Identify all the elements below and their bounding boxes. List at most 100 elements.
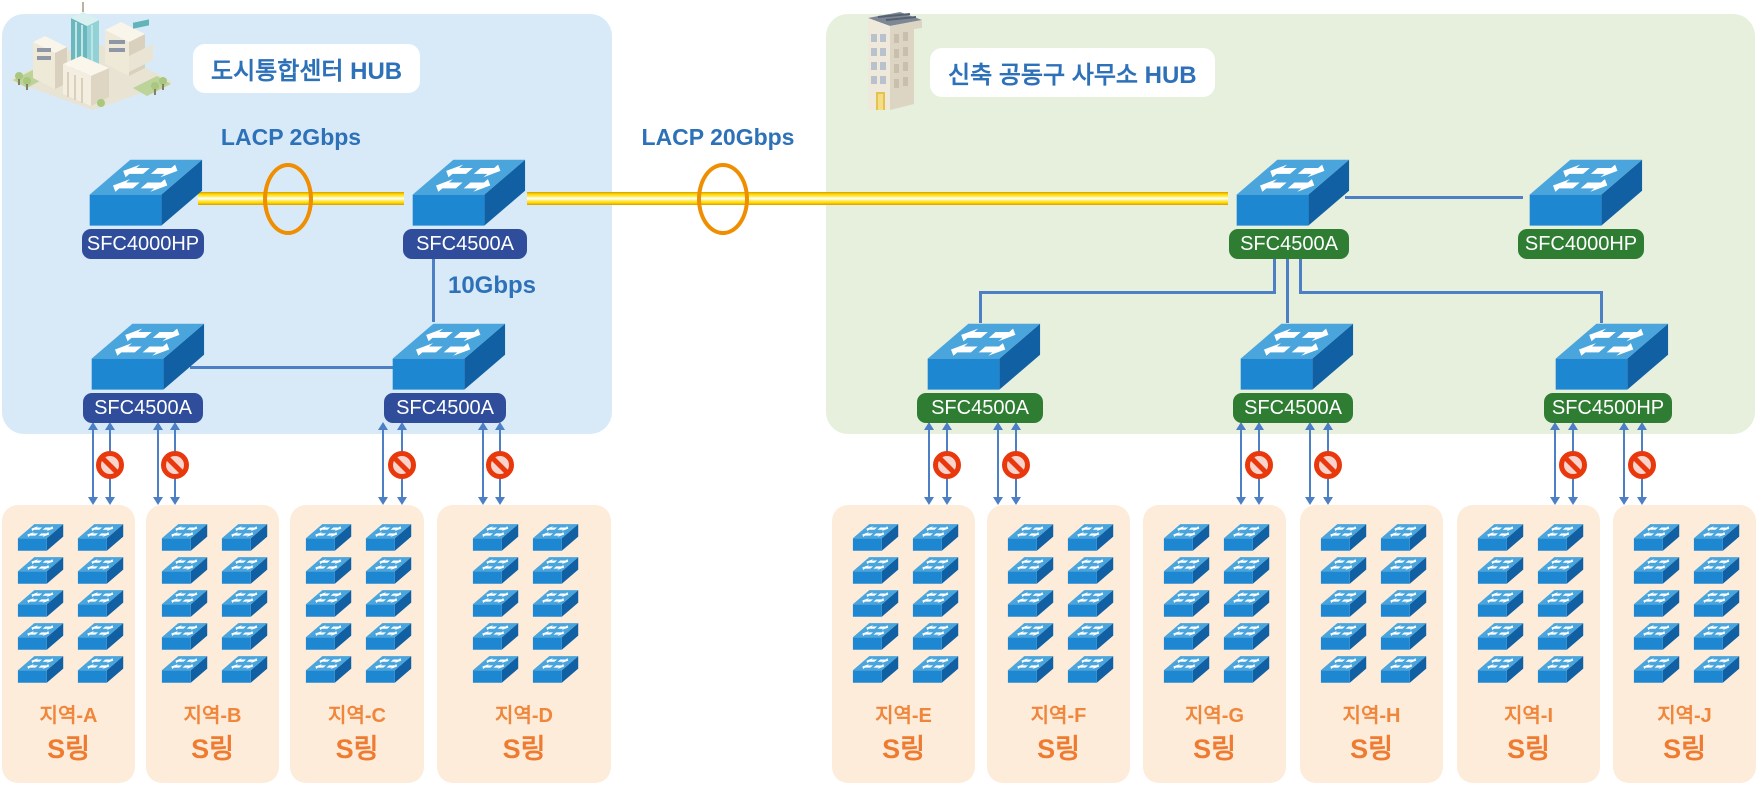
- switch-icon: [302, 587, 352, 618]
- ring-type-label: S링: [47, 734, 90, 764]
- switch-icon: [14, 521, 64, 552]
- switch-icon: [1546, 316, 1670, 392]
- switch-icon: [82, 316, 206, 392]
- blocked-link-icon: [933, 451, 961, 479]
- switch-icon: [469, 554, 519, 585]
- switch-icon: [1474, 653, 1524, 684]
- switch-icon: [1377, 587, 1427, 618]
- blocked-link-icon: [486, 451, 514, 479]
- switch-icon: [1160, 554, 1210, 585]
- switch-icon: [218, 653, 268, 684]
- switch-icon: [1160, 653, 1210, 684]
- switch-icon: [1160, 587, 1210, 618]
- switch-node-rl2: [1231, 316, 1355, 397]
- switch-icon: [1317, 554, 1367, 585]
- switch-icon: [1004, 587, 1054, 618]
- switch-icon: [849, 554, 899, 585]
- switch-icon: [469, 620, 519, 651]
- ring-type-label: S링: [502, 734, 546, 764]
- switch-icon: [1377, 521, 1427, 552]
- ring-box-J: 지역-J S링: [1613, 505, 1756, 783]
- switch-icon: [1690, 587, 1740, 618]
- switch-icon: [74, 653, 124, 684]
- switch-icon: [80, 152, 204, 228]
- switch-icon: [1534, 587, 1584, 618]
- switch-icon: [218, 521, 268, 552]
- ring-uplink-arrow: [1305, 422, 1315, 505]
- switch-icon: [1220, 620, 1270, 651]
- switch-icon: [1064, 653, 1114, 684]
- switch-icon: [362, 587, 412, 618]
- switch-icon: [14, 653, 64, 684]
- switch-node-lt2: [403, 152, 527, 233]
- lacp-bundle-ellipse: [263, 163, 313, 235]
- ring-type-label: S링: [1350, 734, 1393, 764]
- switch-icon: [218, 620, 268, 651]
- switch-icon: [1534, 620, 1584, 651]
- lacp-2g-label: LACP 2Gbps: [220, 124, 362, 150]
- lacp-20g-link: [527, 192, 1228, 205]
- switch-icon: [1630, 620, 1680, 651]
- switch-icon: [1474, 620, 1524, 651]
- connector-line: [1273, 257, 1276, 294]
- switch-icon: [403, 152, 527, 228]
- ring-uplink-arrow: [924, 422, 934, 505]
- switch-icon: [1534, 653, 1584, 684]
- blocked-link-icon: [1559, 451, 1587, 479]
- switch-icon: [74, 587, 124, 618]
- switch-icon: [158, 620, 208, 651]
- switch-icon: [1317, 620, 1367, 651]
- ring-area-label: 지역-J: [1657, 705, 1712, 727]
- switch-label-badge: SFC4500A: [1233, 393, 1353, 423]
- switch-node-ll2: [383, 316, 507, 397]
- switch-icon: [1220, 554, 1270, 585]
- switch-icon: [909, 587, 959, 618]
- switch-node-lt1: [80, 152, 204, 233]
- switch-icon: [1630, 554, 1680, 585]
- switch-icon: [14, 554, 64, 585]
- blocked-link-icon: [388, 451, 416, 479]
- connector-line: [979, 291, 1276, 294]
- ring-uplink-arrow: [1550, 422, 1560, 505]
- switch-icon: [74, 554, 124, 585]
- ring-type-label: S링: [335, 734, 379, 764]
- ring-type-label: S링: [1663, 734, 1706, 764]
- office-building-icon: [868, 12, 922, 110]
- switch-node-rl1: [918, 316, 1042, 397]
- switch-icon: [1317, 653, 1367, 684]
- switch-icon: [1160, 521, 1210, 552]
- city-buildings-icon: [9, 2, 173, 110]
- switch-icon: [1004, 620, 1054, 651]
- switch-icon: [362, 521, 412, 552]
- switch-icon: [529, 521, 579, 552]
- switch-label-badge: SFC4000HP: [82, 229, 204, 259]
- ring-area-label: 지역-I: [1503, 705, 1554, 727]
- lacp-20g-label: LACP 20Gbps: [641, 124, 795, 150]
- switch-icon: [158, 653, 208, 684]
- blocked-link-icon: [161, 451, 189, 479]
- switch-icon: [14, 620, 64, 651]
- blocked-link-icon: [96, 451, 124, 479]
- switch-icon: [158, 521, 208, 552]
- right-hub-title: 신축 공동구 사무소 HUB: [930, 48, 1215, 97]
- switch-label-badge: SFC4500A: [1229, 229, 1349, 259]
- ring-uplink-arrow: [1236, 422, 1246, 505]
- lacp-bundle-ellipse: [697, 163, 749, 235]
- blocked-link-icon: [1628, 451, 1656, 479]
- switch-icon: [1630, 521, 1680, 552]
- ring-uplink-arrow: [88, 422, 98, 505]
- switch-icon: [1520, 152, 1644, 228]
- switch-node-rt2: [1520, 152, 1644, 233]
- switch-icon: [849, 620, 899, 651]
- switch-label-badge: SFC4500HP: [1544, 393, 1672, 423]
- connector-line: [979, 291, 982, 323]
- switch-icon: [1377, 554, 1427, 585]
- connector-line: [432, 257, 435, 322]
- switch-icon: [1064, 587, 1114, 618]
- switch-icon: [1220, 653, 1270, 684]
- switch-icon: [383, 316, 507, 392]
- switch-icon: [1231, 316, 1355, 392]
